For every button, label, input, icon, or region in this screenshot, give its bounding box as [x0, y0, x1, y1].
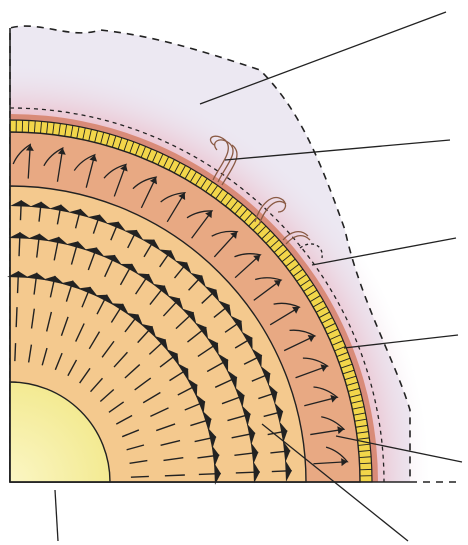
- granule-tick: [28, 120, 29, 132]
- granule-tick: [360, 463, 372, 464]
- radiation-arrow: [15, 343, 16, 361]
- radiation-arrow: [16, 307, 17, 327]
- leader-corona: [200, 12, 446, 104]
- leader-core: [55, 490, 58, 541]
- radiation-arrow: [165, 475, 185, 476]
- radiation-arrow: [131, 476, 149, 477]
